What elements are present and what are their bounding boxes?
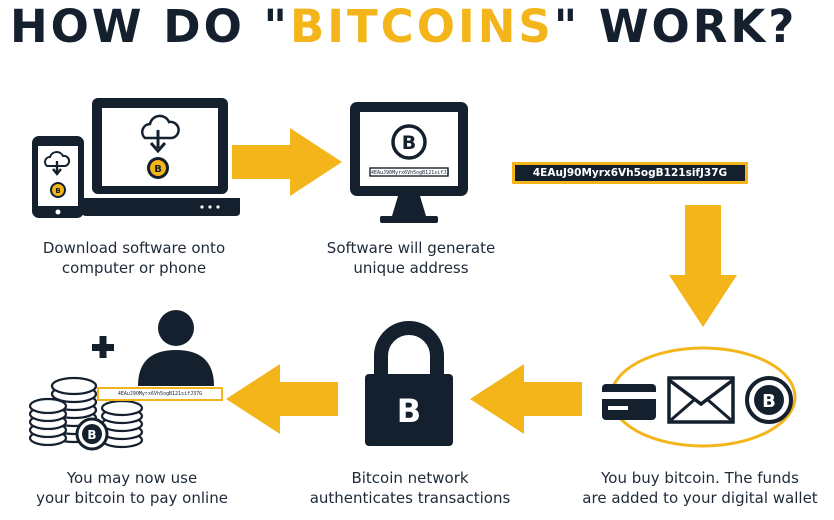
coins-and-user-icon: B [28,310,223,451]
step-5-line-2: your bitcoin to pay online [36,489,228,507]
step-2-line-1: Software will generate [326,239,496,257]
step-4-caption: Bitcoin network authenticates transactio… [290,468,530,508]
user-address-text: 4EAuJ90Myrx6Vh5ogB121sifJ37G [117,391,203,397]
step-3-caption: You buy bitcoin. The funds are added to … [566,468,834,508]
arrow-left-icon-2 [226,364,338,434]
svg-text:B: B [397,392,421,430]
step-4-line-2: authenticates transactions [309,489,511,507]
padlock-icon: B [365,321,453,446]
svg-text:B: B [87,428,96,442]
title-part-2: " WORK? [553,0,798,53]
erased-area [548,126,718,144]
step-1-caption: Download software onto computer or phone [14,238,254,278]
monitor-address-text: 4EAuJ90Myrx6Vh5ogB121sifJ37G [371,170,449,176]
title-part-1: HOW DO " [10,0,290,53]
svg-text:B: B [762,391,776,412]
svg-text:B: B [154,164,162,175]
step-2-line-2: unique address [353,259,469,277]
step-1-line-2: computer or phone [61,259,207,277]
step-5-line-1: You may now use [66,469,198,487]
wallet-address: 4EAuJ90Myrx6Vh5ogB121sifJ37G [512,162,748,184]
step-2-caption: Software will generate unique address [296,238,526,278]
step-3-line-1: You buy bitcoin. The funds [601,469,799,487]
svg-text:B: B [55,187,60,195]
arrow-right-icon [232,128,342,196]
monitor-icon: B [350,102,468,223]
page-title: HOW DO "BITCOINS" WORK? [10,2,830,52]
arrow-left-icon [470,364,582,434]
svg-text:B: B [402,132,416,154]
step-1-line-1: Download software onto [42,239,226,257]
step-4-line-1: Bitcoin network [351,469,469,487]
arrow-down-icon [669,205,737,327]
phone-and-laptop-icon: B B [32,98,240,218]
step-3-line-2: are added to your digital wallet [582,489,818,507]
title-highlight: BITCOINS [289,0,554,53]
step-5-caption: You may now use your bitcoin to pay onli… [8,468,256,508]
payment-methods-icon: B [602,346,797,448]
